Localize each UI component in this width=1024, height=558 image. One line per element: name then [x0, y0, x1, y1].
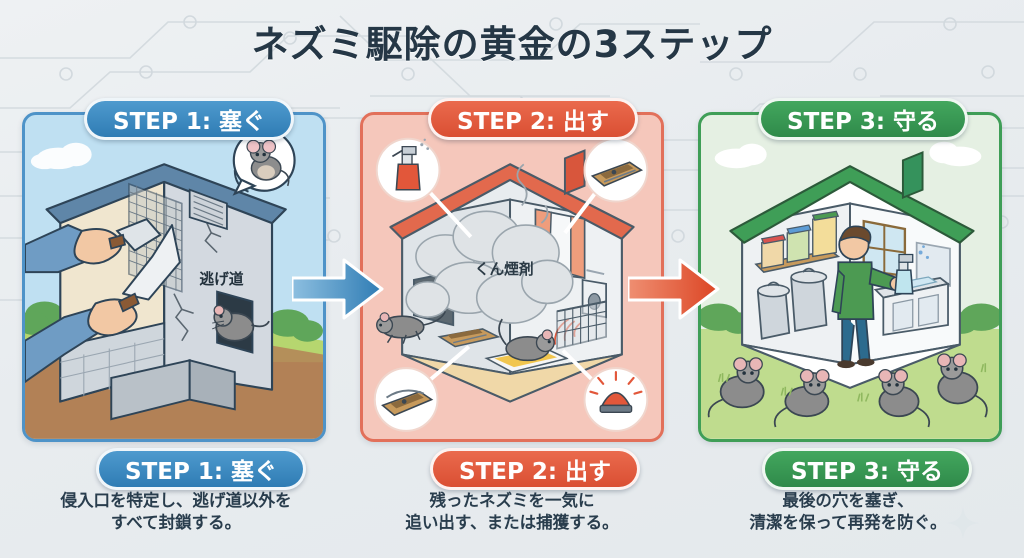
snap-trap-icon-2 — [381, 389, 434, 417]
sparkle-icon — [946, 506, 980, 540]
step-panel-2[interactable]: くん煙剤 — [360, 112, 664, 442]
step-2-badge-top[interactable]: STEP 2: 出す — [428, 98, 639, 140]
mouse-outside-3 — [878, 368, 931, 428]
step-2-caption-line-1: 残ったネズミを一気に — [429, 491, 595, 510]
steps-row: 逃げ道 — [0, 112, 1024, 452]
fumigant-label: くん煙剤 — [475, 261, 534, 278]
step-2-illustration: くん煙剤 — [363, 115, 661, 439]
cloud-icon-right — [929, 141, 982, 167]
trash-can-small — [756, 281, 791, 340]
step-2-badge-bottom[interactable]: STEP 2: 出す — [430, 448, 641, 490]
step-3-illustration — [701, 115, 999, 439]
escape-route-label: 逃げ道 — [199, 270, 243, 288]
shrub-right — [266, 309, 323, 342]
callout-spray-bottle — [375, 137, 473, 239]
step-1-caption: 侵入口を特定し、逃げ道以外を すべて封鎖する。 — [16, 490, 336, 535]
kitchen-counter-cabinet — [873, 276, 951, 336]
callout-snap-trap-top — [563, 137, 649, 235]
mouse-icon — [246, 139, 290, 187]
fleeing-mouse-left — [376, 310, 447, 344]
smoke-wisps — [516, 163, 549, 224]
step-1-caption-line-1: 侵入口を特定し、逃げ道以外を — [60, 491, 292, 510]
sealed-food-containers-shelf — [754, 210, 841, 273]
arrow-2-to-3 — [628, 258, 720, 320]
step-1-badge-top[interactable]: STEP 1: 塞ぐ — [84, 98, 295, 140]
step-3-badge-top[interactable]: STEP 3: 守る — [758, 98, 969, 140]
callout-alarm-light — [561, 349, 649, 432]
house-corner — [45, 163, 287, 421]
trash-can-large — [790, 267, 828, 332]
snap-trap-floor — [437, 328, 501, 348]
step-1-illustration: 逃げ道 — [25, 115, 323, 439]
mouse-outside-1 — [707, 357, 765, 418]
step-3-badge-bottom[interactable]: STEP 3: 守る — [762, 448, 973, 490]
page-title: ネズミ駆除の黄金の3ステップ — [251, 23, 773, 66]
arrow-1-to-2 — [292, 258, 384, 320]
alarm-light-icon — [589, 371, 643, 413]
mouse-outside-4 — [937, 353, 988, 418]
step-2-caption-line-2: 追い出す、または捕獲する。 — [405, 513, 619, 533]
callout-snap-trap-bottom — [373, 345, 471, 432]
snap-trap-icon — [590, 161, 644, 187]
grass-tufts — [717, 363, 987, 402]
glue-trap-with-mouse — [484, 318, 570, 373]
person-cleaning — [831, 225, 905, 369]
step-1-caption-line-2: すべて封鎖する。 — [110, 513, 242, 533]
smoke-cloud — [405, 210, 574, 324]
step-3-caption-line-1: 最後の穴を塞ぎ、 — [782, 491, 914, 510]
step-3-caption-line-2: 清潔を保って再発を防ぐ。 — [749, 513, 947, 533]
wall-crack — [173, 214, 222, 342]
spray-bottle-icon — [391, 138, 430, 191]
mouse-outside-2 — [773, 368, 830, 428]
container-blue — [786, 224, 812, 264]
cage-trap — [556, 300, 607, 350]
wall-panel — [915, 241, 951, 287]
mouse-at-hole — [212, 304, 270, 342]
hand-with-trowel-upper — [25, 217, 162, 274]
step-panel-3[interactable] — [698, 112, 1002, 442]
spray-bottle-held — [894, 245, 930, 295]
cloud-icon — [30, 142, 92, 170]
cloud-icon-left — [714, 143, 767, 169]
container-green — [811, 210, 840, 258]
step-1-badge-bottom[interactable]: STEP 1: 塞ぐ — [96, 448, 307, 490]
hand-with-trowel-lower — [25, 224, 181, 383]
mouse-speech-bubble — [232, 128, 296, 196]
step-2-caption: 残ったネズミを一気に 追い出す、または捕獲する。 — [352, 490, 672, 535]
container-red — [760, 234, 787, 269]
step-3-caption: 最後の穴を塞ぎ、 清潔を保って再発を防ぐ。 — [688, 490, 1008, 535]
vent-grill — [188, 188, 228, 231]
step-panel-1[interactable]: 逃げ道 — [22, 112, 326, 442]
